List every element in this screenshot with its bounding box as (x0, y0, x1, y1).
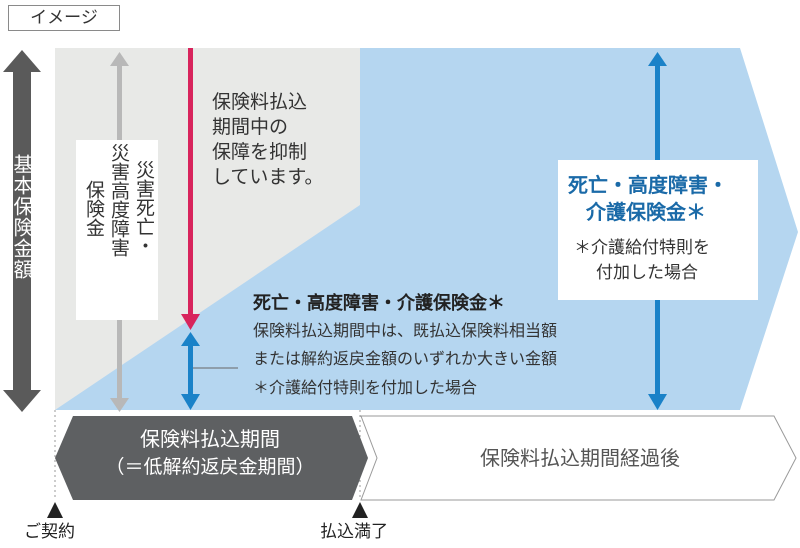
after-payment-band (360, 415, 797, 501)
post-payment-title-line1: 死亡・高度障害・ (568, 173, 728, 197)
post-payment-note-line1: ＊介護給付特則を (574, 238, 710, 258)
suppression-note-line2: 期間中の (212, 116, 289, 138)
suppression-arrow (181, 48, 200, 330)
after-payment-label: 保険料払込期間経過後 (480, 446, 680, 470)
suppression-note-line4: しています。 (212, 166, 324, 188)
benefit-area (55, 48, 798, 410)
axis-label: 基本保険金額 (10, 154, 34, 280)
payment-period-label-line2: （＝低解約返戻金期間） (105, 456, 315, 478)
during-payment-line3: ＊介護給付特則を付加した場合 (253, 378, 478, 397)
contract-label: ご契約 (24, 522, 75, 542)
contract-marker (47, 502, 63, 518)
suppression-note-line1: 保険料払込 (212, 91, 308, 113)
during-payment-line2: または解約返戻金額のいずれか大きい金額 (253, 349, 558, 368)
payment-complete-label: 払込満了 (320, 522, 388, 542)
post-payment-benefit-box (558, 160, 758, 300)
disaster-benefit-col2: 災害高度障害 (108, 143, 130, 257)
post-payment-note-line2: 付加した場合 (596, 263, 698, 283)
payment-period-label-line1: 保険料払込期間 (140, 427, 280, 451)
image-tag: イメージ (8, 5, 120, 31)
during-payment-line1: 保険料払込期間中は、既払込保険料相当額 (253, 321, 558, 340)
during-payment-title: 死亡・高度障害・介護保険金＊ (253, 293, 505, 314)
during-payment-arrow (181, 332, 200, 410)
disaster-benefit-box (76, 140, 158, 320)
suppression-note-line3: 保障を抑制 (212, 141, 308, 163)
disaster-benefit-col3: 保険金 (83, 180, 105, 237)
payment-complete-marker (352, 502, 368, 518)
post-payment-title-line2: 介護保険金＊ (586, 200, 706, 224)
base-amount-arrow (3, 50, 41, 412)
disaster-benefit-col1: 災害死亡・ (133, 160, 155, 255)
payment-period-band (55, 416, 368, 500)
